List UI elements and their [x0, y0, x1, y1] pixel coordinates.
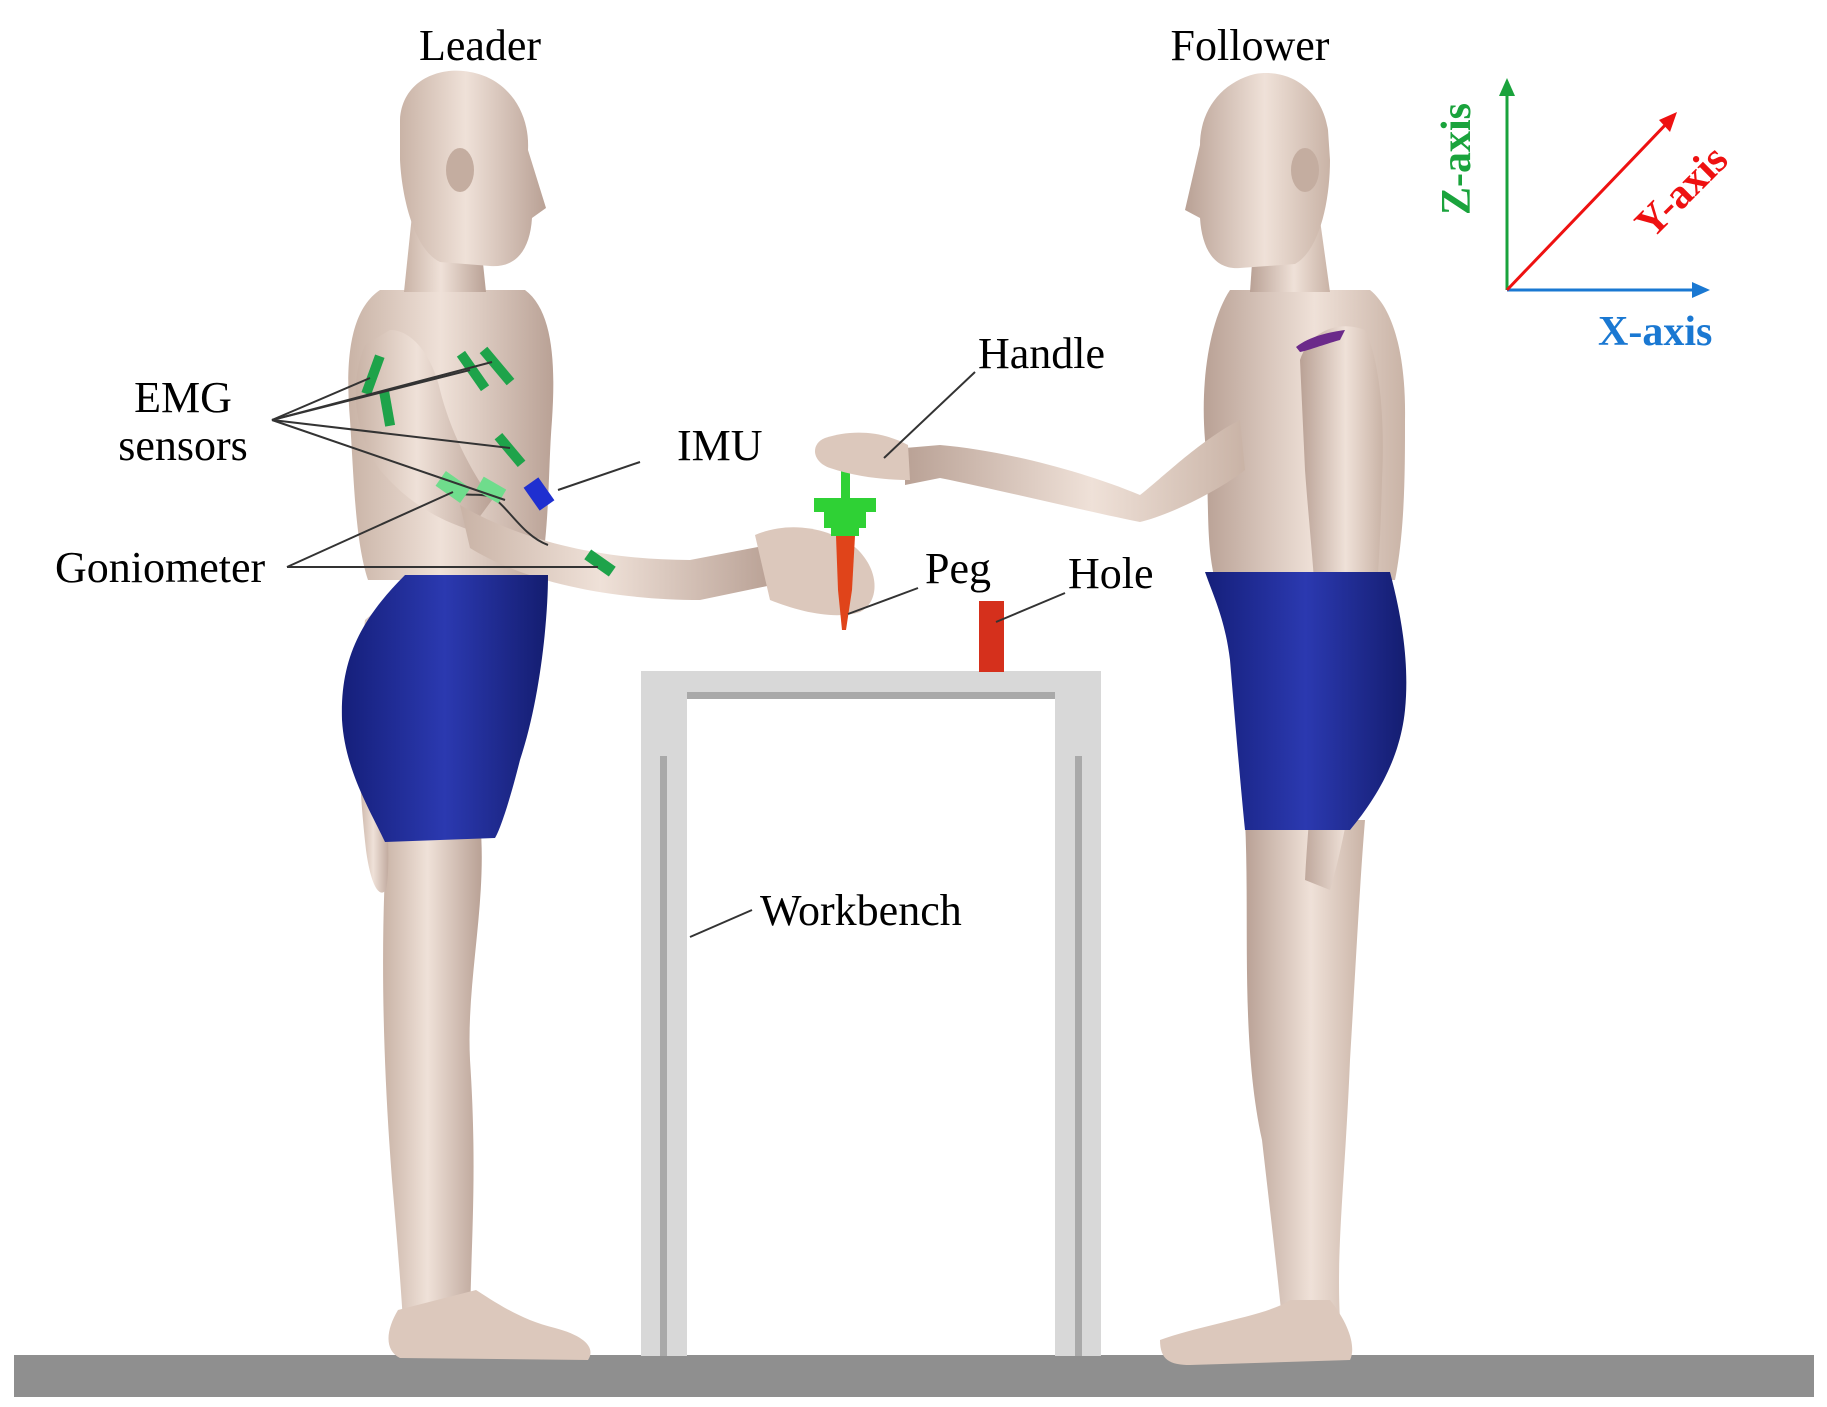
x-axis-arrowhead: [1692, 282, 1710, 298]
emg-label-line2: sensors: [118, 421, 248, 470]
label-leader-lines: [271, 361, 1066, 938]
y-axis-arrow: [1505, 118, 1672, 292]
handle-label: Handle: [978, 329, 1105, 378]
z-axis-arrowhead: [1499, 78, 1515, 96]
y-axis-label: Y-axis: [1627, 136, 1738, 247]
leader-label: Leader: [419, 21, 541, 70]
coordinate-axes: Z-axis Y-axis X-axis: [1434, 78, 1737, 355]
follower-human: [814, 73, 1407, 1365]
floor: [14, 1355, 1814, 1397]
emg-sensors: [361, 346, 616, 577]
y-axis-arrowhead: [1659, 112, 1677, 132]
emg-label-line1: EMG: [134, 373, 232, 422]
peg-label: Peg: [925, 544, 991, 593]
leader-human: [341, 70, 875, 1360]
goniometer-label: Goniometer: [55, 543, 266, 592]
hole-label: Hole: [1068, 549, 1154, 598]
workbench-label: Workbench: [760, 886, 962, 935]
imu-device: [523, 477, 555, 511]
z-axis-label: Z-axis: [1434, 103, 1480, 215]
x-axis-label: X-axis: [1598, 309, 1712, 355]
imu-label: IMU: [677, 421, 763, 470]
peg-device: [836, 536, 855, 630]
hole-block: [979, 601, 1004, 672]
follower-label: Follower: [1171, 21, 1330, 70]
workbench: [641, 671, 1101, 1356]
